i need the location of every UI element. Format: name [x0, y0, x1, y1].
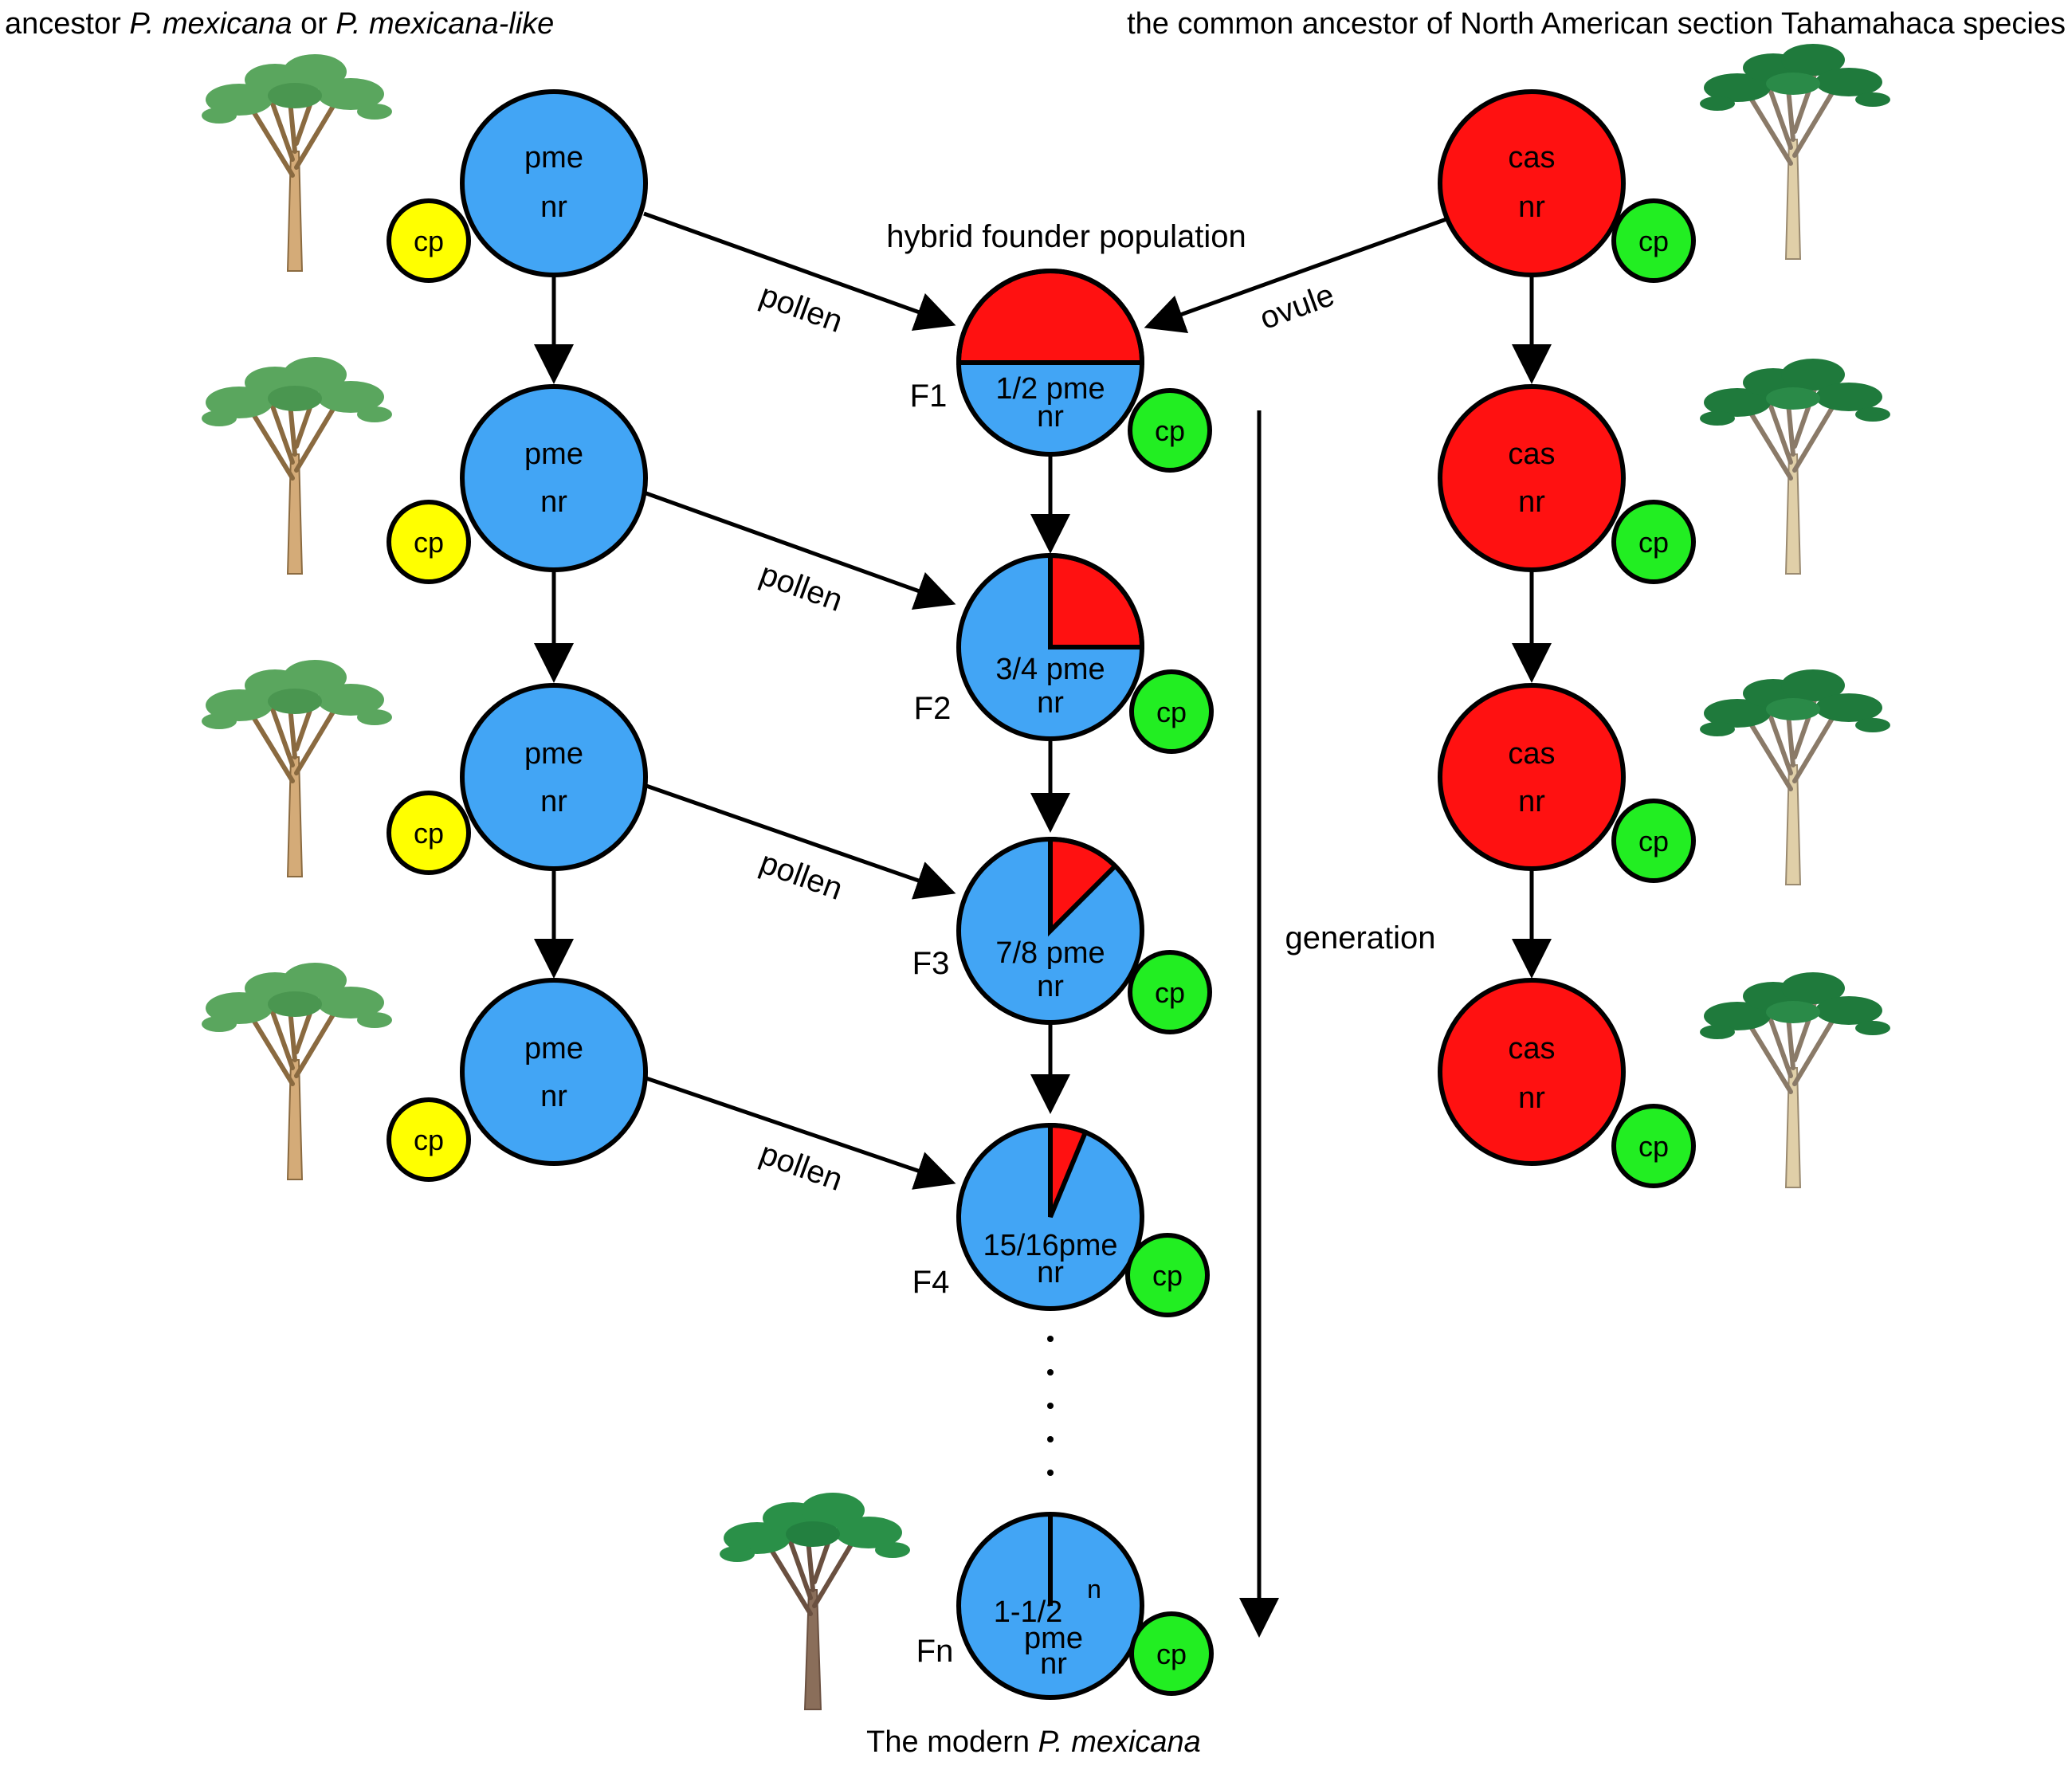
ovule-label: ovule [1255, 277, 1339, 336]
cp-label: cp [1638, 825, 1669, 858]
generation-label-f3: F3 [912, 946, 950, 981]
pollen-arrows [643, 211, 956, 1190]
cp-label: cp [1638, 1130, 1669, 1163]
continuation-dots [1047, 1336, 1054, 1476]
nr-label: nr [1037, 970, 1064, 1003]
right-ancestor-title: the common ancestor of North American se… [1127, 7, 2066, 41]
left-node-2: pme nr cp [387, 384, 648, 584]
cp-label: cp [414, 225, 444, 257]
node-label-line1: cas [1508, 1032, 1555, 1066]
node-label-line1: cas [1508, 438, 1555, 471]
cp-label: cp [414, 1124, 444, 1156]
modern-species-caption: The modern P. mexicana [866, 1725, 1201, 1759]
nr-label: nr [1037, 400, 1064, 434]
fn-line2: pme [1024, 1622, 1083, 1655]
node-label-line1: cas [1508, 141, 1555, 175]
ancestry-fraction: 15/16pme [983, 1229, 1117, 1262]
right-node-3: cas nr cp [1438, 683, 1696, 883]
ovule-arrow [1144, 217, 1447, 333]
hybrid-founder-label: hybrid founder population [886, 219, 1246, 254]
node-label-line2: nr [1518, 485, 1545, 519]
left-node-4: pme nr cp [387, 978, 648, 1182]
fn-line3: nr [1040, 1647, 1067, 1681]
node-label-line2: nr [1518, 190, 1545, 224]
ancestry-fraction: 1/2 pme [995, 372, 1105, 406]
cp-label: cp [1155, 414, 1185, 447]
generation-label-f1: F1 [910, 379, 948, 414]
cp-label: cp [414, 817, 444, 850]
pollen-label-3: pollen [755, 845, 847, 907]
tree-icon-left-1 [202, 54, 392, 271]
tree-icon-left-3 [202, 660, 392, 877]
generation-label-f2: F2 [914, 691, 952, 726]
node-label-line1: cas [1508, 737, 1555, 771]
generation-label: generation [1285, 920, 1435, 956]
node-label-line1: pme [524, 141, 583, 175]
tree-icon-right-3 [1700, 669, 1890, 885]
tree-icon-left-4 [202, 963, 392, 1179]
cp-label: cp [1155, 976, 1185, 1009]
tree-icon-fn [720, 1493, 910, 1709]
cp-label: cp [1638, 225, 1669, 257]
cp-label: cp [414, 526, 444, 559]
left-node-1: pme nr cp [387, 89, 648, 283]
right-node-4: cas nr cp [1438, 978, 1696, 1188]
right-node-1: cas nr cp [1438, 89, 1696, 283]
fn-node: 1-1/2 n pme nr cp Fn [916, 1512, 1214, 1700]
cp-label: cp [1638, 526, 1669, 559]
node-label-line1: pme [524, 1032, 583, 1066]
pollen-label-1: pollen [755, 277, 847, 339]
node-label-line2: nr [540, 785, 567, 818]
pollen-label-4: pollen [755, 1136, 847, 1198]
fn-fraction: 1-1/2 [994, 1595, 1063, 1629]
node-label-line2: nr [1518, 785, 1545, 818]
generation-label-fn: Fn [916, 1634, 954, 1669]
tree-icon-right-2 [1700, 359, 1890, 574]
cp-label: cp [1156, 1638, 1187, 1670]
node-label-line2: nr [540, 485, 567, 519]
tree-icon-left-2 [202, 357, 392, 574]
ancestry-fraction: 3/4 pme [995, 653, 1105, 686]
node-label-line2: nr [540, 1080, 567, 1113]
left-ancestor-title: ancestor P. mexicana or P. mexicana-like [5, 7, 554, 41]
generation-label-f4: F4 [912, 1265, 950, 1300]
cp-label: cp [1152, 1259, 1183, 1292]
node-label-line2: nr [1518, 1081, 1545, 1115]
tree-icon-right-4 [1700, 972, 1890, 1187]
tree-icon-right-1 [1700, 44, 1890, 259]
nr-label: nr [1037, 686, 1064, 720]
nr-label: nr [1037, 1256, 1064, 1289]
node-label-line2: nr [540, 190, 567, 224]
node-label-line1: pme [524, 737, 583, 771]
right-node-2: cas nr cp [1438, 384, 1696, 584]
fn-exponent: n [1087, 1575, 1101, 1603]
node-label-line1: pme [524, 438, 583, 471]
pollen-label-2: pollen [755, 556, 847, 618]
ancestry-fraction: 7/8 pme [995, 936, 1105, 970]
left-node-3: pme nr cp [387, 683, 648, 875]
cas-portion [956, 269, 1145, 365]
cp-label: cp [1156, 696, 1187, 728]
